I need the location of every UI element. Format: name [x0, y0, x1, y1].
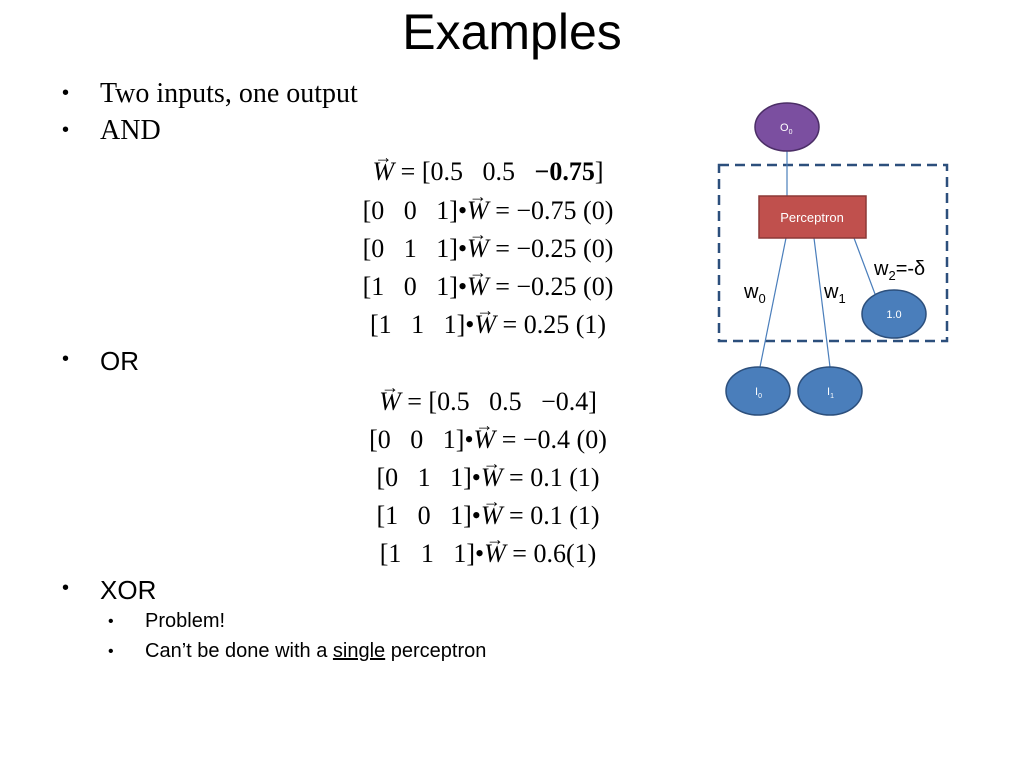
output-node-label: O0 [780, 122, 793, 136]
line-w2 [853, 237, 876, 295]
bullet-and: AND [100, 115, 161, 146]
or-weight-eq: W = [0.5 0.5 −0.4] [0, 371, 976, 418]
sub-bullet-dot: • [108, 613, 114, 630]
or-eq-2: [0 1 1]•W = 0.1 (1) [0, 447, 976, 494]
perceptron-box [758, 195, 867, 239]
weight-w1-label: w1 [823, 281, 846, 306]
or-eq-1: [0 0 1]•W = −0.4 (0) [0, 409, 976, 456]
bullet-two-inputs: Two inputs, one output [100, 78, 358, 109]
weight-w0-label: w0 [743, 281, 766, 306]
bullet-dot: • [62, 82, 70, 104]
or-eq-4: [1 1 1]•W = 0.6(1) [0, 523, 976, 570]
bullet-xor: XOR [100, 575, 157, 605]
output-node [754, 102, 820, 152]
sub-bullet-single: Can’t be done with a single perceptron [145, 640, 487, 662]
or-eq-3: [1 0 1]•W = 0.1 (1) [0, 485, 976, 532]
bias-node [861, 289, 927, 339]
bullet-dot: • [62, 119, 70, 141]
input-node-0 [725, 366, 791, 416]
dashed-box [717, 163, 949, 343]
perceptron-label: Perceptron [780, 210, 844, 225]
input-node-0-label: I0 [755, 386, 762, 400]
and-eq-1: [0 0 1]•W = −0.75 (0) [0, 180, 976, 227]
line-w0 [759, 237, 787, 368]
bullet-or: OR [100, 346, 139, 376]
input-node-1-label: I1 [827, 386, 834, 400]
page-title: Examples [402, 4, 622, 60]
weight-w2-label: w2=-δ [873, 258, 925, 283]
bullet-dot: • [62, 348, 70, 370]
perceptron-diagram: O0 Perceptron 1.0 I0 I1 w0 w1 w2=-δ [717, 102, 949, 416]
input-node-1 [797, 366, 863, 416]
line-w1 [813, 237, 831, 368]
and-weight-eq: W = [0.5 0.5 −0.75] [0, 141, 976, 188]
bias-node-label: 1.0 [886, 309, 901, 321]
and-eq-3: [1 0 1]•W = −0.25 (0) [0, 256, 976, 303]
sub-bullet-dot: • [108, 643, 114, 660]
and-eq-4: [1 1 1]•W = 0.25 (1) [0, 294, 976, 341]
sub-bullet-problem: Problem! [145, 610, 226, 632]
bullet-dot: • [62, 577, 70, 599]
